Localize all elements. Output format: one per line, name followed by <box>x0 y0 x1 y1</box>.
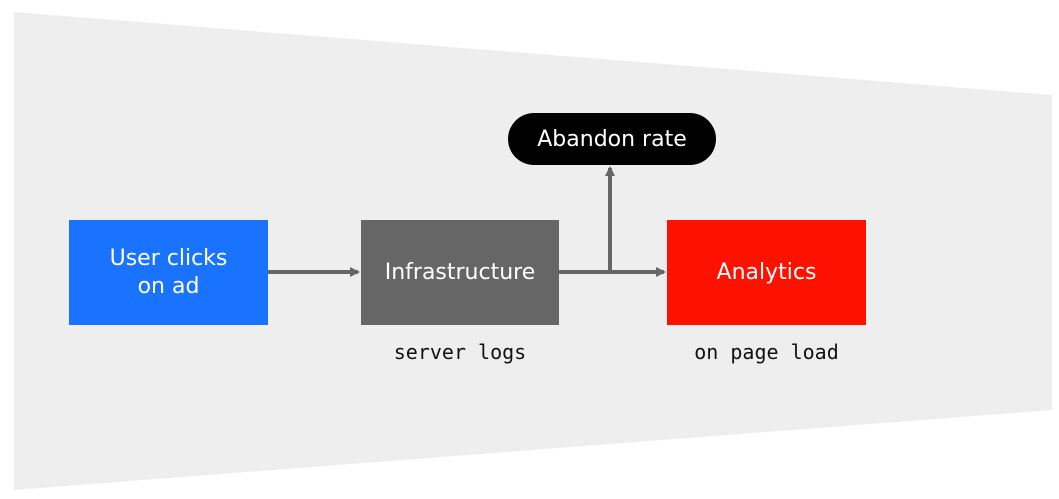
infrastructure-caption: server logs <box>393 340 527 364</box>
abandon-rate-label: Abandon rate <box>537 126 687 152</box>
infrastructure-label: Infrastructure <box>384 259 536 285</box>
analytics-caption: on page load <box>694 340 839 364</box>
analytics-node: Analytics <box>667 220 866 325</box>
user-clicks-node: User clicks on ad <box>69 220 268 325</box>
infrastructure-node: Infrastructure <box>361 220 559 325</box>
abandon-rate-node: Abandon rate <box>508 113 716 165</box>
analytics-label: Analytics <box>716 259 817 285</box>
user-clicks-label: User clicks on ad <box>109 245 228 299</box>
